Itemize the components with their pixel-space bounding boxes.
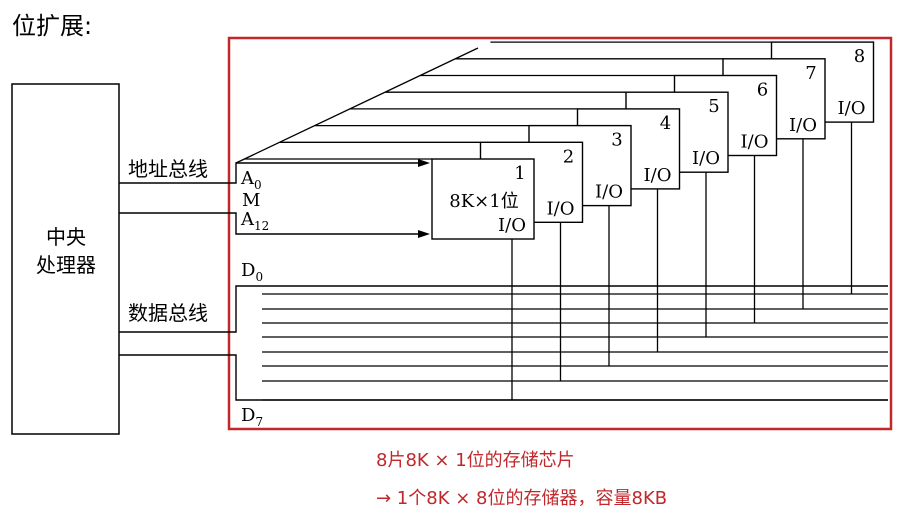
data-d7-label: D7 (241, 405, 263, 429)
data-d0-label: D0 (241, 260, 263, 284)
chip-io-label: I/O (838, 98, 866, 119)
chip-number: 6 (757, 80, 768, 101)
note-result: → 1个8K × 8位的存储器，容量8KB (376, 488, 668, 509)
chip-number: 3 (611, 130, 622, 151)
address-a12-label: A12 (240, 209, 269, 233)
chip-number: 8 (854, 46, 865, 67)
chip-number: 5 (708, 96, 719, 117)
memory-chip-1: 1I/O (431, 158, 535, 240)
io-wires (511, 122, 853, 400)
address-arrow-a12 (418, 230, 430, 238)
page-title: 位扩展: (12, 12, 93, 40)
address-m-label: M (242, 190, 260, 211)
chip-io-label: I/O (692, 148, 720, 169)
note-chips: 8片8K × 1位的存储芯片 (376, 450, 575, 471)
chip-io-label: I/O (741, 132, 769, 153)
address-rows (244, 41, 772, 160)
address-arrow-a0 (418, 159, 430, 167)
chip-number: 4 (660, 113, 671, 134)
data-rows (262, 293, 888, 401)
chip-io-label: I/O (789, 115, 817, 136)
chip-io-label: I/O (498, 215, 526, 236)
chip-io-label: I/O (644, 165, 672, 186)
highlight-frame (227, 36, 893, 431)
address-bus-lines (119, 162, 420, 235)
memory-chips: 8I/O7I/O6I/O5I/O4I/O3I/O2I/O1I/O (431, 41, 875, 240)
data-bus-lines (119, 285, 888, 401)
cpu-label-line1: 中央 (46, 225, 86, 249)
chip-io-label: I/O (547, 198, 575, 219)
chip-io-label: I/O (595, 182, 623, 203)
data-bus-label: 数据总线 (128, 301, 208, 325)
chip-capacity-label: 8K×1位 (449, 191, 518, 212)
cpu-box (11, 83, 120, 435)
cpu-label-line2: 处理器 (36, 253, 96, 277)
chip-box (431, 158, 535, 240)
address-a0-label: A0 (240, 168, 262, 192)
chip-number: 2 (563, 146, 574, 167)
chip-number: 7 (805, 63, 816, 84)
address-fanout-lines (235, 47, 479, 164)
address-bus-label: 地址总线 (128, 157, 208, 181)
chip-number: 1 (514, 163, 525, 184)
